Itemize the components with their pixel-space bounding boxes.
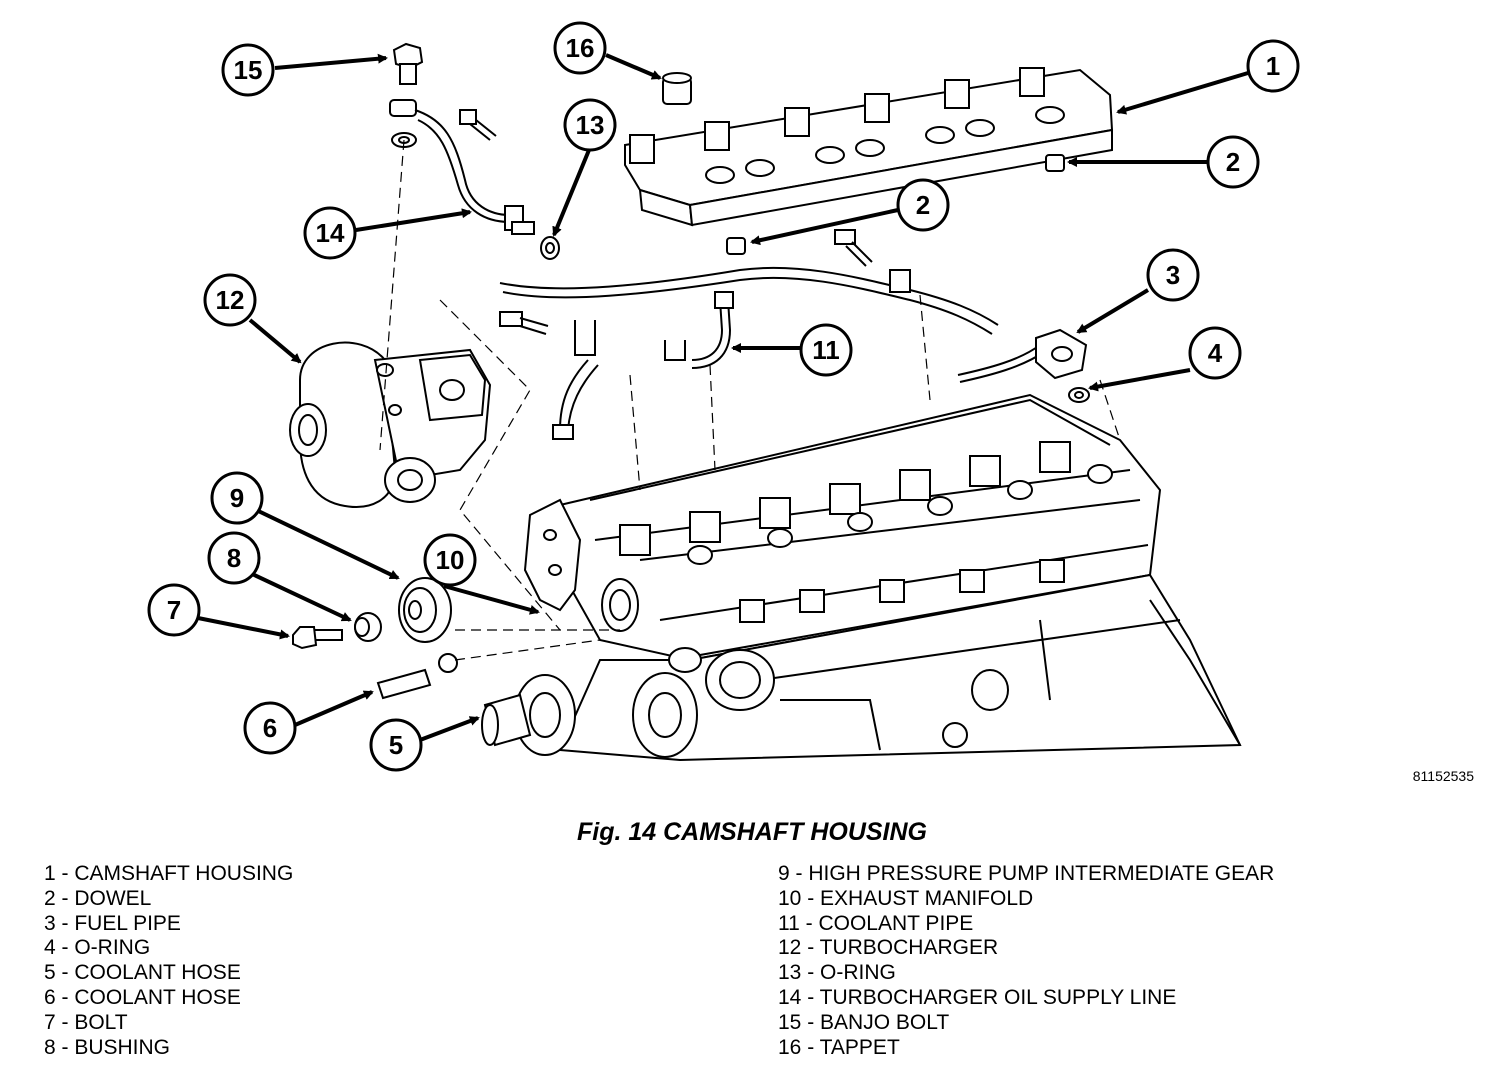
legend-item-13: 13 - O-RING xyxy=(778,961,896,985)
callout-4: 4 xyxy=(1188,326,1242,380)
callout-10: 10 xyxy=(423,533,477,587)
svg-text:14: 14 xyxy=(316,218,345,248)
svg-text:4: 4 xyxy=(1208,338,1223,368)
svg-text:3: 3 xyxy=(1166,260,1180,290)
camshaft-housing-part xyxy=(624,67,1114,227)
legend-item-6: 6 - COOLANT HOSE xyxy=(44,985,241,1009)
legend-item-15: 15 - BANJO BOLT xyxy=(778,1010,950,1034)
callout-15: 15 xyxy=(221,43,275,97)
turbocharger-part xyxy=(289,341,492,508)
bushing-part xyxy=(354,612,382,642)
assembly-lines xyxy=(379,139,1121,661)
callout-13: 13 xyxy=(563,98,617,152)
svg-text:16: 16 xyxy=(566,33,595,63)
callout-7: 7 xyxy=(147,583,201,637)
banjo-bolt-part xyxy=(392,42,424,85)
front-pulleys xyxy=(514,647,775,758)
bolt-7-part xyxy=(292,626,343,650)
svg-text:6: 6 xyxy=(263,713,277,743)
legend-item-10: 10 - EXHAUST MANIFOLD xyxy=(778,886,1034,910)
legend-left-column: 1 - CAMSHAFT HOUSING 2 - DOWEL 3 - FUEL … xyxy=(44,862,293,1060)
figure-number: 81152535 xyxy=(1412,768,1474,784)
legend-item-11: 11 - COOLANT PIPE xyxy=(778,911,974,935)
svg-text:10: 10 xyxy=(436,545,465,575)
callout-11: 11 xyxy=(799,323,853,377)
coolant-hose-5-part xyxy=(481,693,532,747)
exploded-view-drawing: 15 16 1 13 2 2 14 3 xyxy=(147,21,1300,772)
callouts: 15 16 1 13 2 2 14 3 xyxy=(147,21,1300,772)
svg-text:12: 12 xyxy=(216,285,245,315)
callout-1: 1 xyxy=(1246,39,1300,93)
callout-2-upper: 2 xyxy=(1206,135,1260,189)
svg-text:8: 8 xyxy=(227,543,241,573)
svg-text:15: 15 xyxy=(234,55,263,85)
callout-12: 12 xyxy=(203,273,257,327)
svg-text:11: 11 xyxy=(812,335,840,365)
legend-item-12: 12 - TURBOCHARGER xyxy=(778,936,999,960)
callout-6: 6 xyxy=(243,701,297,755)
svg-text:2: 2 xyxy=(916,190,930,220)
legend-item-5: 5 - COOLANT HOSE xyxy=(44,961,241,985)
coolant-hose-6-part xyxy=(376,653,458,700)
callout-8: 8 xyxy=(207,531,261,585)
callout-5: 5 xyxy=(369,718,423,772)
engine-block-part xyxy=(558,573,1242,762)
svg-text:1: 1 xyxy=(1266,51,1280,81)
svg-text:13: 13 xyxy=(576,110,605,140)
svg-text:2: 2 xyxy=(1226,147,1240,177)
legend-item-7: 7 - BOLT xyxy=(44,1010,128,1034)
figure-caption: Fig. 14 CAMSHAFT HOUSING xyxy=(576,818,927,846)
callout-14: 14 xyxy=(303,206,357,260)
callout-16: 16 xyxy=(553,21,607,75)
legend-item-2: 2 - DOWEL xyxy=(44,886,152,910)
legend-item-4: 4 - O-RING xyxy=(44,936,151,960)
intermediate-gear-part xyxy=(398,577,452,643)
legend-item-3: 3 - FUEL PIPE xyxy=(44,911,181,935)
legend-item-14: 14 - TURBOCHARGER OIL SUPPLY LINE xyxy=(778,985,1177,1009)
legend-item-1: 1 - CAMSHAFT HOUSING xyxy=(44,862,294,885)
svg-text:7: 7 xyxy=(167,595,181,625)
coolant-pipe-part xyxy=(499,229,999,440)
tappet-part xyxy=(662,72,692,105)
fuel-pipe-part xyxy=(957,328,1088,383)
exhaust-manifold-part xyxy=(523,498,582,612)
leader-arrows xyxy=(197,53,1249,742)
legend-right-column: 9 - HIGH PRESSURE PUMP INTERMEDIATE GEAR… xyxy=(778,862,1274,1060)
legend-item-16: 16 - TAPPET xyxy=(778,1035,900,1059)
callout-3: 3 xyxy=(1146,248,1200,302)
oil-supply-line-part xyxy=(389,99,535,235)
svg-text:5: 5 xyxy=(389,730,403,760)
o-ring-13-part xyxy=(540,236,560,260)
svg-text:9: 9 xyxy=(230,483,244,513)
dowel-parts xyxy=(726,154,1065,255)
legend-item-8: 8 - BUSHING xyxy=(44,1035,171,1059)
callout-9: 9 xyxy=(210,471,264,525)
callout-2-lower: 2 xyxy=(896,178,950,232)
o-ring-4-part xyxy=(1068,387,1090,403)
legend-item-9: 9 - HIGH PRESSURE PUMP INTERMEDIATE GEAR xyxy=(778,862,1275,885)
